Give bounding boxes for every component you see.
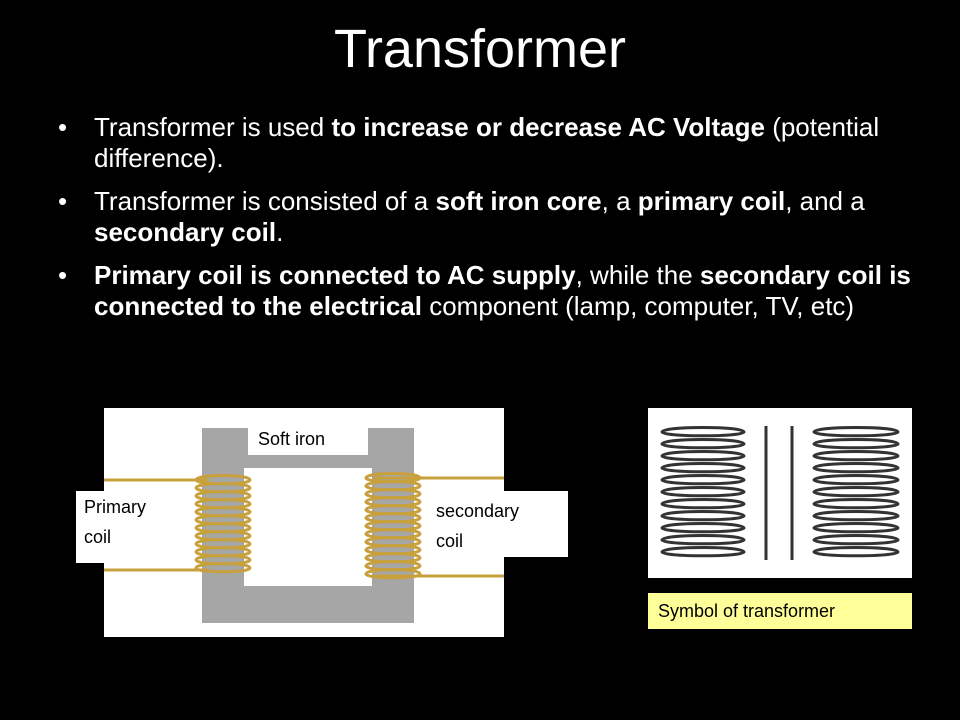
bullet-text-run: , and a — [785, 186, 865, 216]
coil-turn — [660, 546, 746, 558]
lead-wires — [104, 476, 504, 578]
label-soft-iron: Soft iron — [248, 425, 368, 455]
coil-turn — [812, 474, 900, 486]
bullet-dot: • — [58, 112, 68, 142]
secondary-coil — [364, 472, 422, 580]
bullet-list: • Transformer is used to increase or dec… — [58, 112, 918, 334]
transformer-symbol-icon — [660, 426, 900, 560]
coil-turn — [660, 450, 746, 462]
bullet-item: • Transformer is used to increase or dec… — [58, 112, 918, 174]
label-primary-line2: coil — [84, 527, 112, 547]
bullet-bold-run: primary coil — [637, 186, 786, 216]
coil-turn — [364, 568, 422, 580]
coil-turn — [660, 474, 746, 486]
label-secondary-line2: coil — [436, 531, 464, 551]
coil-turn — [812, 426, 900, 438]
primary-coil — [194, 474, 252, 574]
bullet-dot: • — [58, 186, 68, 216]
coil-turn — [660, 534, 746, 546]
label-secondary-coil: secondary coil — [428, 491, 568, 557]
bullet-text-run: (potential difference). — [94, 112, 880, 173]
label-primary-coil: Primary coil — [76, 491, 169, 563]
bullet-bold-run: Primary coil is connected to AC supply — [94, 260, 576, 290]
coil-turn — [812, 486, 900, 498]
coil-turn — [812, 462, 900, 474]
bullet-dot: • — [58, 260, 68, 290]
coil-turn — [812, 510, 900, 522]
bullet-bold-run: secondary coil — [94, 217, 277, 247]
coil-turn — [812, 498, 900, 510]
bullet-item: • Transformer is consisted of a soft iro… — [58, 186, 918, 248]
coil-turn — [812, 450, 900, 462]
coil-turn — [660, 462, 746, 474]
coil-turn — [812, 438, 900, 450]
label-secondary-line1: secondary — [436, 501, 520, 521]
bullet-item: • Primary coil is connected to AC supply… — [58, 260, 918, 322]
label-soft-iron-text: Soft iron — [258, 429, 326, 449]
bullet-bold-run: secondary coil is connected to the elect… — [94, 260, 911, 321]
bullet-text-run: Transformer is consisted of a — [94, 186, 436, 216]
slide-title: Transformer — [333, 19, 627, 79]
coil-turn — [812, 546, 900, 558]
coil-turn — [660, 498, 746, 510]
bullet-bold-run: to increase or decrease AC Voltage — [331, 112, 765, 142]
soft-iron-core — [202, 428, 414, 623]
coil-turn — [660, 510, 746, 522]
coil-turn — [812, 522, 900, 534]
label-primary-line1: Primary — [84, 497, 146, 517]
coil-turn — [660, 438, 746, 450]
coil-turn — [660, 426, 746, 438]
bullet-text-run: Transformer is used — [94, 112, 332, 142]
coil-turn — [660, 486, 746, 498]
bullet-text-run: . — [276, 217, 284, 247]
bullet-text-run: , a — [601, 186, 638, 216]
bullet-bold-run: soft iron core — [435, 186, 602, 216]
symbol-caption: Symbol of transformer — [648, 593, 912, 629]
transformer-core-illustration — [104, 428, 504, 623]
coil-turn — [812, 534, 900, 546]
bullet-text-run: , while the — [575, 260, 700, 290]
coil-turn — [660, 522, 746, 534]
coil-turn — [194, 562, 252, 574]
transformer-symbol-panel — [648, 408, 912, 578]
bullet-text-run: component (lamp, computer, TV, etc) — [421, 291, 855, 321]
